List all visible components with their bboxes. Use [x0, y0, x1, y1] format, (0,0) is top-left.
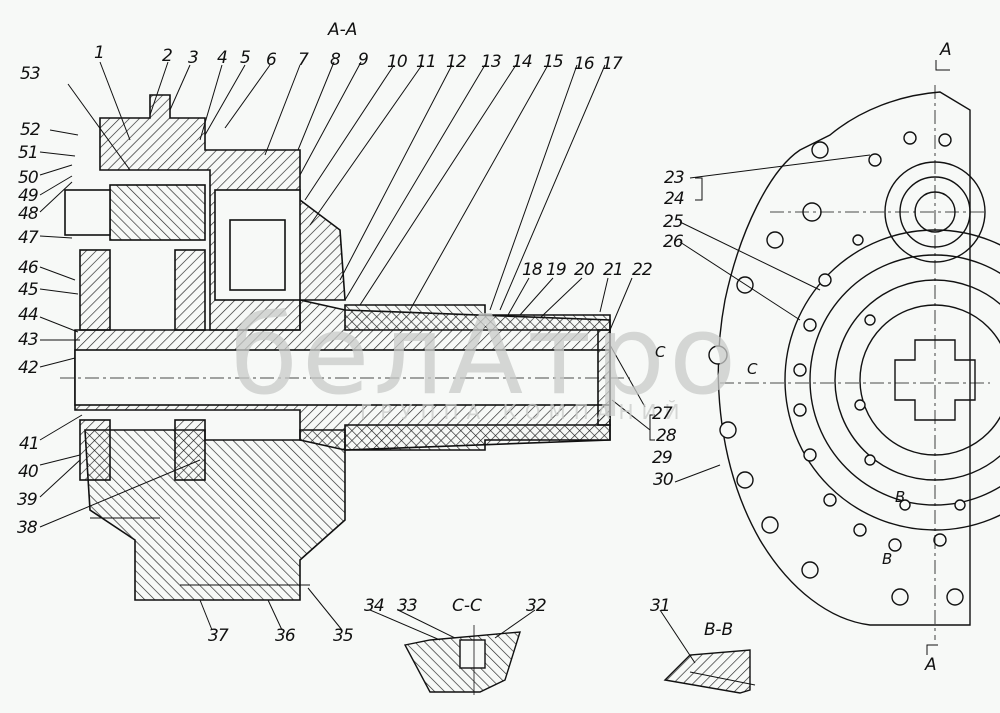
main-section-view: [60, 94, 630, 601]
part-label-24: 24: [664, 189, 685, 209]
part-label-41: 41: [19, 434, 40, 454]
sleeve-bottom: [344, 424, 611, 451]
end-cover: [597, 329, 611, 426]
part-label-29: 29: [652, 448, 673, 468]
shaft-bore: [74, 349, 611, 406]
part-label-16: 16: [574, 54, 595, 74]
part-label-35: 35: [333, 626, 354, 646]
part-label-9: 9: [358, 50, 369, 70]
part-label-18: 18: [522, 260, 543, 280]
part-label-51: 51: [18, 143, 39, 163]
part-label-3: 3: [188, 48, 199, 68]
part-label-4: 4: [217, 48, 228, 68]
part-label-13: 13: [481, 52, 502, 72]
part-label-11: 11: [416, 52, 437, 72]
part-label-10: 10: [387, 52, 408, 72]
planet-gear: [214, 189, 301, 301]
part-label-12: 12: [446, 52, 467, 72]
section-title-c-c: C-C: [452, 596, 482, 616]
gear-upper: [109, 184, 206, 241]
part-label-31: 31: [650, 596, 671, 616]
bearing-right-bottom: [174, 419, 206, 481]
bolt-holes: [708, 131, 966, 606]
input-shaft: [64, 189, 111, 236]
part-label-46: 46: [18, 258, 39, 278]
part-label-36: 36: [275, 626, 296, 646]
bearing-left-top: [79, 249, 111, 331]
part-label-48: 48: [18, 204, 39, 224]
part-label-2: 2: [162, 46, 173, 66]
part-label-6: 6: [266, 50, 277, 70]
sleeve-top: [344, 304, 611, 331]
part-label-26: 26: [663, 232, 684, 252]
leader-lines: [39, 60, 950, 664]
part-label-15: 15: [543, 52, 564, 72]
part-label-53: 53: [20, 64, 41, 84]
cross-hub: [894, 339, 976, 421]
part-label-28: 28: [656, 426, 677, 446]
part-label-45: 45: [18, 280, 39, 300]
cut-mark-b-upper: B: [895, 488, 906, 506]
cut-mark-b-lower: B: [882, 550, 893, 568]
part-label-34: 34: [364, 596, 385, 616]
section-marker-bottom: A: [925, 655, 937, 675]
part-label-21: 21: [603, 260, 624, 280]
part-label-39: 39: [17, 490, 38, 510]
part-label-47: 47: [18, 228, 39, 248]
part-label-49: 49: [18, 186, 39, 206]
part-label-43: 43: [18, 330, 39, 350]
part-label-17: 17: [602, 54, 623, 74]
watermark-logo: белАтро: [230, 291, 741, 419]
section-b-b-view: [663, 649, 756, 694]
section-c-c-view: [403, 625, 521, 695]
part-label-8: 8: [330, 50, 341, 70]
part-label-40: 40: [18, 462, 39, 482]
part-label-32: 32: [526, 596, 547, 616]
part-label-27: 27: [652, 404, 673, 424]
part-label-25: 25: [663, 212, 684, 232]
face-view: [708, 85, 1000, 640]
part-label-1: 1: [94, 43, 105, 63]
part-label-23: 23: [664, 168, 685, 188]
housing-outline: [717, 91, 971, 626]
cut-mark-c-right: C: [747, 360, 758, 378]
part-label-5: 5: [240, 48, 251, 68]
part-label-30: 30: [653, 470, 674, 490]
part-label-52: 52: [20, 120, 41, 140]
part-label-50: 50: [18, 168, 39, 188]
part-label-7: 7: [298, 50, 309, 70]
bearing-left-bottom: [79, 419, 111, 481]
part-label-38: 38: [17, 518, 38, 538]
flange-ring-outer: [784, 229, 1000, 531]
part-label-33: 33: [397, 596, 418, 616]
part-label-44: 44: [18, 305, 39, 325]
section-marker-top: A: [940, 40, 952, 60]
part-label-14: 14: [512, 52, 533, 72]
section-title-a-a: A-A: [328, 20, 358, 40]
cut-mark-c-left: C: [655, 343, 666, 361]
part-label-42: 42: [18, 358, 39, 378]
section-title-b-b: B-B: [704, 620, 734, 640]
part-label-22: 22: [632, 260, 653, 280]
housing-lower: [84, 429, 346, 601]
part-label-37: 37: [208, 626, 229, 646]
bearing-right-top: [174, 249, 206, 331]
part-label-20: 20: [574, 260, 595, 280]
part-label-19: 19: [546, 260, 567, 280]
watermark-subtitle: ГРУППА КОМПАНИЙ: [360, 400, 688, 424]
